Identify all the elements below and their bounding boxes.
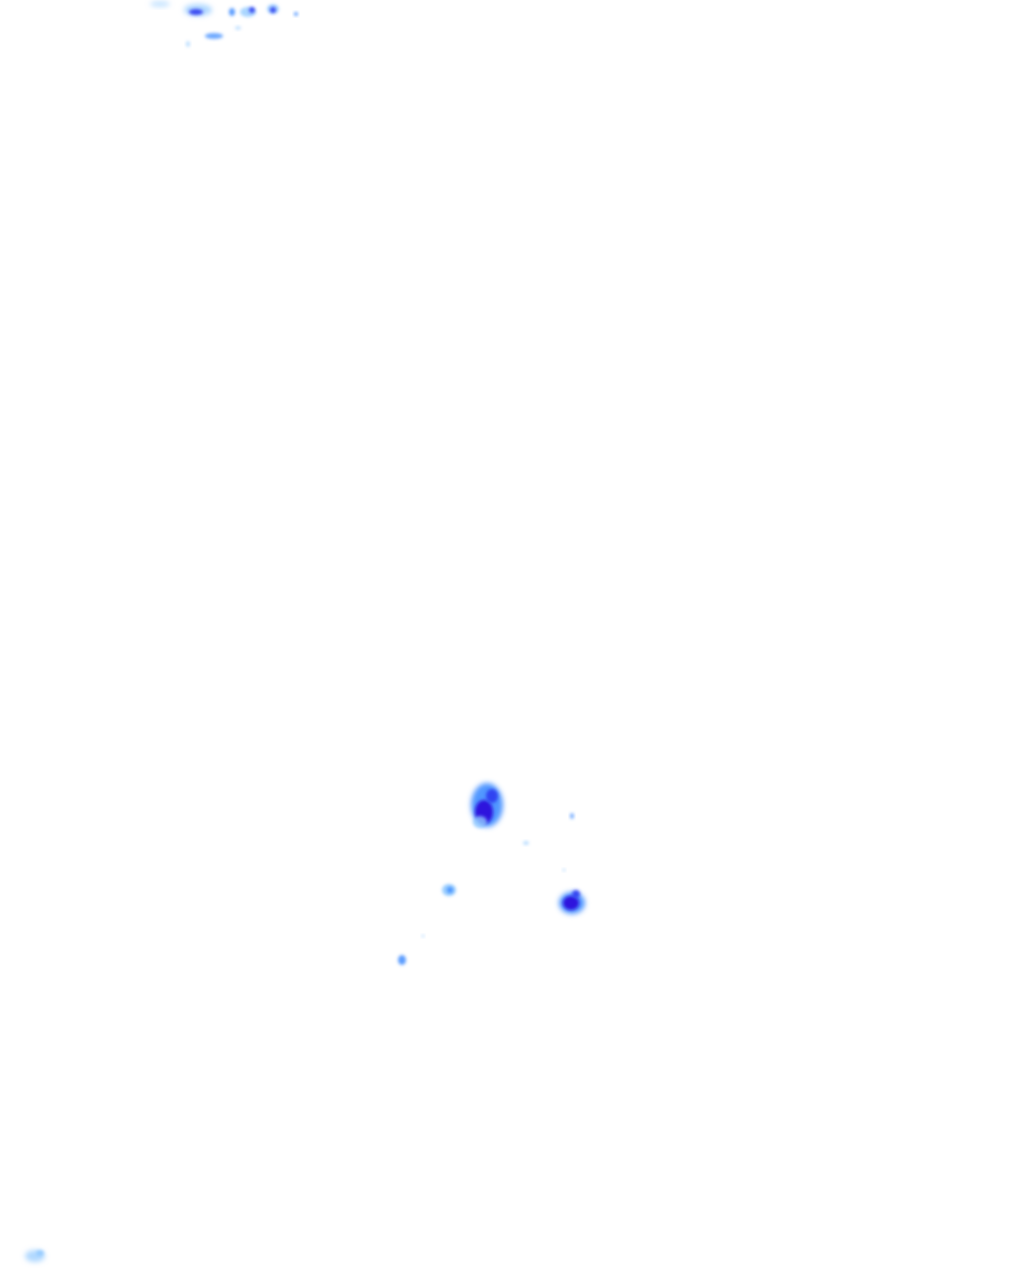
echo-cell-southwest-small (398, 934, 425, 965)
echo-blob (150, 1, 170, 7)
echo-blob (563, 896, 579, 910)
echo-blob (189, 9, 203, 15)
echo-blob (186, 41, 190, 47)
precipitation-echo-layer (25, 1, 585, 1262)
echo-blob (486, 789, 498, 803)
echo-blob (36, 1250, 44, 1256)
echo-blob (398, 955, 406, 965)
echo-cell-corner-faint (25, 1250, 45, 1262)
echo-blob (270, 7, 276, 13)
echo-cell-north-cluster (150, 1, 298, 47)
echo-cell-center-east (559, 890, 585, 914)
echo-blob (249, 7, 255, 13)
echo-cell-center-north (471, 783, 503, 828)
echo-blob (205, 33, 223, 39)
echo-blob (562, 868, 566, 872)
echo-blob (447, 887, 453, 893)
echo-blob (473, 816, 487, 828)
echo-cell-center-west (442, 813, 574, 896)
echo-blob (229, 8, 235, 16)
echo-blob (572, 890, 580, 898)
echo-blob (523, 841, 529, 845)
echo-blob (235, 26, 241, 30)
echo-blob (570, 813, 574, 819)
echo-blob (421, 934, 425, 938)
echo-blob (294, 12, 298, 16)
